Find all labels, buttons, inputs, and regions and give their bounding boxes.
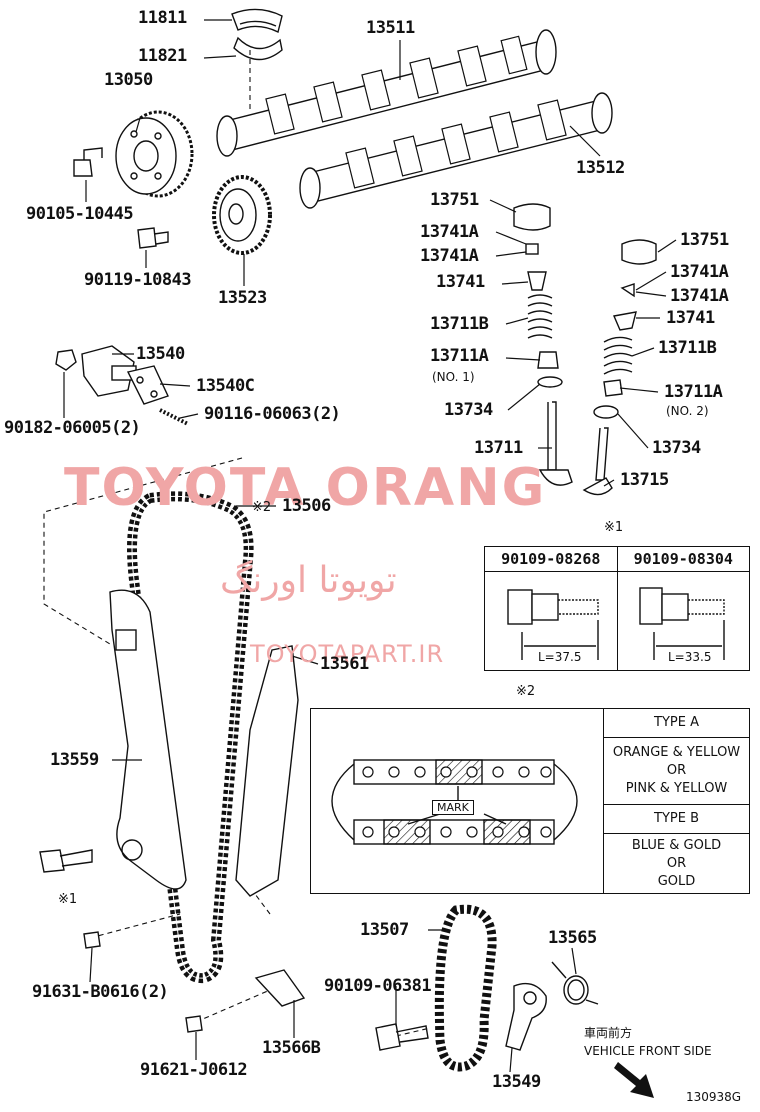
valve-train-no1-icon	[513, 203, 573, 486]
type-b-or: OR	[666, 855, 687, 871]
part-label-13741-right: 13741	[666, 308, 715, 328]
diagram-code: 130938G	[686, 1090, 742, 1104]
vehicle-front-jp: 車両前方	[584, 1026, 633, 1040]
note-no1: (NO. 1)	[432, 370, 475, 384]
part-label-13734-left: 13734	[444, 400, 493, 420]
bolt-91621-icon	[185, 1015, 203, 1033]
chain-mark-table: TYPE A ORANGE & YELLOW OR PINK & YELLOW …	[310, 708, 750, 894]
type-b-colors: BLUE & GOLD OR GOLD	[603, 833, 750, 894]
part-label-13741a-2: 13741A	[420, 246, 479, 266]
bearing-lower-icon	[233, 36, 283, 61]
bolt-table-cell1	[484, 571, 618, 671]
part-label-13506: 13506	[282, 496, 331, 516]
part-label-13566b: 13566B	[262, 1038, 321, 1058]
reference-lines	[43, 50, 431, 1037]
part-label-13540c: 13540C	[196, 376, 255, 396]
part-label-90109: 90109-06381	[324, 976, 432, 996]
part-label-13741a-1: 13741A	[420, 222, 479, 242]
bearing-upper-icon	[231, 8, 283, 34]
part-label-13565: 13565	[548, 928, 597, 948]
chain-guide-13561-icon	[235, 645, 299, 897]
part-label-91631: 91631-B0616(2)	[32, 982, 169, 1002]
part-label-90182: 90182-06005(2)	[4, 418, 141, 438]
bolt-table-col1: 90109-08268	[484, 546, 618, 572]
part-label-13751-right: 13751	[680, 230, 729, 250]
note-no2: (NO. 2)	[666, 404, 709, 418]
part-label-13561: 13561	[320, 654, 369, 674]
damper-13566b-icon	[254, 969, 306, 1007]
timing-chain-icon	[127, 491, 254, 984]
type-b-color-2: GOLD	[657, 873, 696, 889]
bolt-90119-icon	[137, 227, 169, 249]
stud-90116-icon	[159, 408, 189, 426]
part-label-13711a-left: 13711A	[430, 346, 489, 366]
part-label-13711a-right: 13711A	[664, 382, 723, 402]
part-label-13711: 13711	[474, 438, 523, 458]
type-a-color-2: PINK & YELLOW	[625, 781, 728, 796]
mark-label: MARK	[432, 800, 474, 815]
bolt-table-col2: 90109-08304	[616, 546, 750, 572]
bolt-ref1-icon	[39, 849, 93, 873]
ref-mark-2-chain: ※2	[252, 500, 272, 515]
mark-table-ref: ※2	[516, 684, 536, 699]
camshaft-sprocket-icon	[212, 175, 272, 255]
valve-train-no2-icon	[582, 239, 657, 496]
bolt-90105-icon	[73, 147, 103, 177]
part-label-13711b-right: 13711B	[658, 338, 717, 358]
part-label-13715: 13715	[620, 470, 669, 490]
vvt-gear-assembly-icon	[115, 110, 194, 198]
bolt-table-cell2	[616, 571, 750, 671]
type-a-header: TYPE A	[603, 708, 750, 738]
part-label-90105: 90105-10445	[26, 204, 134, 224]
part-label-13741-left: 13741	[436, 272, 485, 292]
part-label-90119: 90119-10843	[84, 270, 192, 290]
part-label-13050: 13050	[104, 70, 153, 90]
camshaft-intake-icon	[216, 29, 557, 157]
part-label-13511: 13511	[366, 18, 415, 38]
part-label-13741a-4: 13741A	[670, 286, 729, 306]
type-a-color-1: ORANGE & YELLOW	[612, 745, 741, 760]
bolt-length-1: L=37.5	[538, 650, 582, 664]
tensioner-gasket-icon	[126, 365, 169, 405]
bolt-91631-icon	[83, 931, 101, 949]
part-label-13559: 13559	[50, 750, 99, 770]
chain-tensioner-icon	[81, 345, 137, 397]
vehicle-front-en: VEHICLE FRONT SIDE	[584, 1044, 712, 1058]
camshaft-exhaust-icon	[299, 92, 613, 209]
part-label-91621: 91621-J0612	[140, 1060, 248, 1080]
nut-90182-icon	[55, 349, 77, 371]
chain-tensioner-arm-13549-icon	[505, 982, 547, 1051]
type-a-colors: ORANGE & YELLOW OR PINK & YELLOW	[603, 737, 750, 805]
part-label-13523: 13523	[218, 288, 267, 308]
chain-guide-13559-icon	[109, 589, 187, 890]
vehicle-front-arrow-icon	[614, 1062, 654, 1098]
bolt-length-table: 90109-08268 90109-08304	[484, 546, 750, 671]
type-a-or: OR	[666, 763, 687, 778]
bolt-length-2: L=33.5	[668, 650, 712, 664]
part-label-13751-left: 13751	[430, 190, 479, 210]
part-label-13549: 13549	[492, 1072, 541, 1092]
part-label-13540: 13540	[136, 344, 185, 364]
part-label-13741a-3: 13741A	[670, 262, 729, 282]
leader-lines	[63, 19, 677, 1073]
bolt-table-ref: ※1	[604, 520, 624, 535]
type-b-header: TYPE B	[603, 804, 750, 834]
part-label-13734-right: 13734	[652, 438, 701, 458]
part-label-11811: 11811	[138, 8, 187, 28]
spring-13565-icon	[551, 961, 599, 1005]
part-label-13711b-left: 13711B	[430, 314, 489, 334]
oil-pump-chain-icon	[434, 904, 497, 1072]
part-label-90116: 90116-06063(2)	[204, 404, 341, 424]
type-b-color-1: BLUE & GOLD	[631, 837, 722, 853]
ref-mark-1-bolt: ※1	[58, 892, 78, 907]
bolt-90109-icon	[375, 1023, 429, 1051]
part-label-13512: 13512	[576, 158, 625, 178]
part-label-13507: 13507	[360, 920, 409, 940]
part-label-11821: 11821	[138, 46, 187, 66]
